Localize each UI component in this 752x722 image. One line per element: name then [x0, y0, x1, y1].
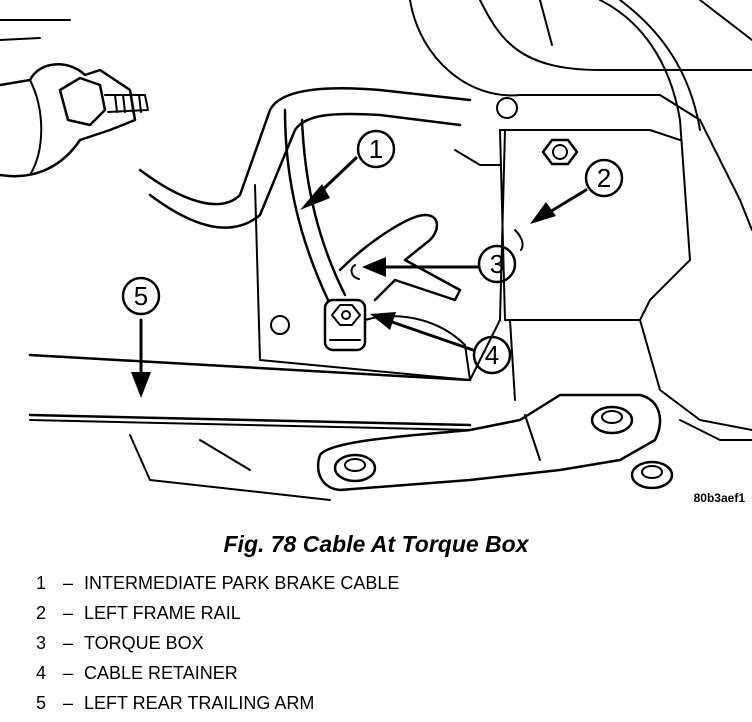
leader-arrow-2 [530, 188, 588, 224]
svg-text:5: 5 [134, 281, 148, 311]
legend-label: INTERMEDIATE PARK BRAKE CABLE [84, 573, 400, 593]
leader-arrow-1 [300, 156, 358, 210]
leader-arrow-3 [362, 257, 480, 277]
figure-caption: Fig. 78 Cable At Torque Box [223, 531, 529, 557]
legend-item: 3–TORQUE BOX [36, 628, 399, 658]
svg-text:4: 4 [485, 340, 499, 370]
legend-separator: – [62, 603, 73, 623]
figure-reference-code: 80b3aef1 [694, 491, 746, 505]
legend-number: 4 [36, 663, 47, 683]
svg-text:2: 2 [597, 163, 611, 193]
torque-box-illustration: 1 2 3 4 5 [0, 0, 752, 505]
legend-list: 1–INTERMEDIATE PARK BRAKE CABLE 2–LEFT F… [36, 568, 399, 718]
legend-number: 5 [36, 693, 47, 713]
legend-label: TORQUE BOX [84, 633, 204, 653]
trailing-arm-drawing [28, 353, 472, 501]
legend-separator: – [62, 633, 73, 653]
frame-rail-drawing [409, 0, 752, 431]
legend-item: 1–INTERMEDIATE PARK BRAKE CABLE [36, 568, 399, 598]
park-brake-cable [283, 108, 347, 302]
legend-item: 4–CABLE RETAINER [36, 658, 399, 688]
legend-item: 2–LEFT FRAME RAIL [36, 598, 399, 628]
leader-arrow-5 [131, 318, 151, 398]
legend-number: 1 [36, 573, 47, 593]
tube-upper [138, 86, 472, 229]
svg-text:3: 3 [490, 249, 504, 279]
bracket-bolt-1 [333, 453, 377, 483]
svg-text:1: 1 [369, 134, 383, 164]
legend-label: CABLE RETAINER [84, 663, 238, 683]
legend-separator: – [62, 663, 73, 683]
rail-bolt [541, 138, 579, 166]
legend-label: LEFT FRAME RAIL [84, 603, 241, 623]
callout-3: 3 [477, 244, 517, 284]
callout-1: 1 [356, 129, 396, 169]
legend-number: 2 [36, 603, 47, 623]
fitting-assembly [0, 19, 149, 178]
legend-separator: – [62, 693, 73, 713]
callout-2: 2 [584, 158, 624, 198]
bracket-bolt-2 [590, 405, 634, 435]
lower-bracket-drawing [316, 393, 752, 492]
bracket-bolt-3 [630, 460, 674, 490]
callout-5: 5 [121, 276, 161, 316]
leader-arrow-4 [370, 312, 475, 352]
cable-retainer-drawing [323, 298, 367, 352]
legend-item: 5–LEFT REAR TRAILING ARM [36, 688, 399, 718]
callout-4: 4 [472, 335, 512, 375]
legend-number: 3 [36, 633, 47, 653]
legend-label: LEFT REAR TRAILING ARM [84, 693, 315, 713]
legend-separator: – [62, 573, 73, 593]
